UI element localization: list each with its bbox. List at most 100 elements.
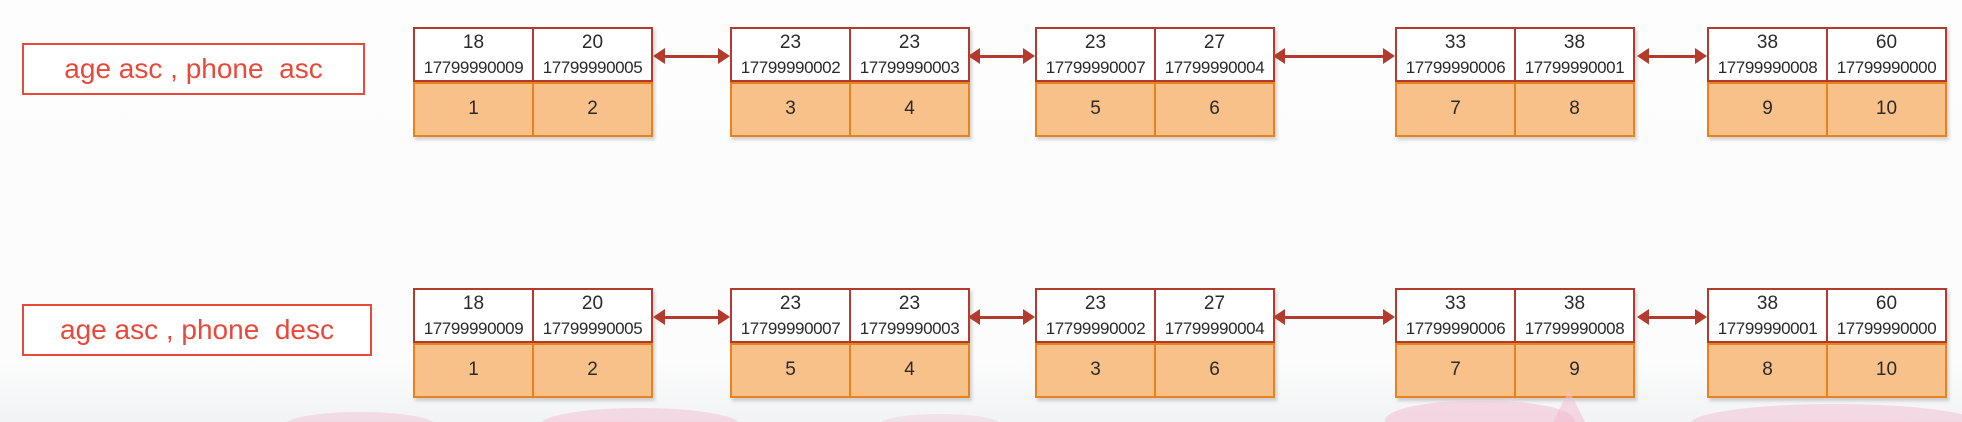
arrow-line [1646,54,1698,58]
record-pointer-section: 8 10 [1707,343,1947,398]
record-index: 9 [1709,84,1828,135]
phone-value: 17799990003 [859,58,960,77]
arrow-line [662,315,721,319]
record-index: 1 [415,84,534,135]
record-index: 9 [1569,359,1580,380]
record-index: 7 [1397,345,1516,396]
index-node: 38 17799990008 60 17799990000 9 10 [1707,27,1947,137]
phone-value: 17799990008 [1717,58,1818,77]
record-index: 2 [587,359,598,380]
index-entry: 18 17799990009 [415,290,534,341]
phone-value: 17799990009 [423,58,524,77]
index-node: 33 17799990006 38 17799990001 7 8 [1395,27,1635,137]
record-index: 4 [904,98,915,119]
arrow-line [1282,315,1386,319]
age-value: 38 [1756,32,1779,53]
record-index: 7 [1397,84,1516,135]
age-value: 18 [462,293,485,314]
key-section: 23 17799990007 27 17799990004 [1035,27,1275,82]
node-container: 18 17799990009 20 17799990005 1 2 23 177… [0,27,1962,167]
age-value: 23 [1084,293,1107,314]
record-index: 3 [732,84,851,135]
age-value: 33 [1444,32,1467,53]
phone-value: 17799990004 [1164,58,1265,77]
age-value: 27 [1203,293,1226,314]
pink-decor [1552,390,1586,422]
arrow-line [1646,315,1698,319]
double-headed-arrow [1273,48,1395,64]
phone-value: 17799990006 [1405,319,1506,338]
index-node: 23 17799990007 27 17799990004 5 6 [1035,27,1275,137]
age-value: 38 [1563,32,1586,53]
key-section: 23 17799990002 27 17799990004 [1035,288,1275,343]
key-section: 33 17799990006 38 17799990001 [1395,27,1635,82]
phone-value: 17799990004 [1164,319,1265,338]
record-index: 5 [732,345,851,396]
index-entry: 23 17799990002 [732,29,851,80]
record-pointer-section: 5 6 [1035,82,1275,137]
record-index: 10 [1875,98,1898,119]
index-entry: 23 17799990003 [851,29,968,80]
index-entry: 27 17799990004 [1156,290,1273,341]
key-section: 38 17799990001 60 17799990000 [1707,288,1947,343]
index-node: 18 17799990009 20 17799990005 1 2 [413,288,653,398]
record-pointer-section: 7 8 [1395,82,1635,137]
record-index: 8 [1709,345,1828,396]
index-entry: 20 17799990005 [534,29,651,80]
record-index: 1 [415,345,534,396]
record-pointer-section: 3 6 [1035,343,1275,398]
index-entry: 23 17799990003 [851,290,968,341]
phone-value: 17799990005 [542,319,643,338]
key-section: 33 17799990006 38 17799990008 [1395,288,1635,343]
record-index: 6 [1209,359,1220,380]
phone-value: 17799990002 [740,58,841,77]
index-entry: 60 17799990000 [1828,29,1945,80]
double-headed-arrow [968,309,1035,325]
index-entry: 27 17799990004 [1156,29,1273,80]
age-value: 60 [1875,32,1898,53]
phone-value: 17799990001 [1524,58,1625,77]
age-value: 23 [1084,32,1107,53]
arrow-line [977,54,1026,58]
phone-value: 17799990008 [1524,319,1625,338]
phone-value: 17799990005 [542,58,643,77]
phone-value: 17799990007 [740,319,841,338]
record-pointer-section: 1 2 [413,82,653,137]
sort-order-label: age asc , phone desc [22,304,372,356]
key-section: 38 17799990008 60 17799990000 [1707,27,1947,82]
age-value: 33 [1444,293,1467,314]
key-section: 23 17799990007 23 17799990003 [730,288,970,343]
arrow-line [977,315,1026,319]
phone-value: 17799990007 [1045,58,1146,77]
index-entry: 33 17799990006 [1397,290,1516,341]
record-index: 3 [1037,345,1156,396]
record-index: 10 [1875,359,1898,380]
double-headed-arrow [968,48,1035,64]
age-value: 23 [779,32,802,53]
index-entry: 38 17799990008 [1516,290,1633,341]
index-entry: 38 17799990008 [1709,29,1828,80]
phone-value: 17799990006 [1405,58,1506,77]
double-headed-arrow [1637,309,1707,325]
phone-value: 17799990003 [859,319,960,338]
index-entry: 38 17799990001 [1709,290,1828,341]
index-entry: 23 17799990007 [732,290,851,341]
index-entry: 60 17799990000 [1828,290,1945,341]
index-entry: 18 17799990009 [415,29,534,80]
index-entry: 20 17799990005 [534,290,651,341]
age-value: 38 [1756,293,1779,314]
age-value: 60 [1875,293,1898,314]
phone-value: 17799990001 [1717,319,1818,338]
key-section: 18 17799990009 20 17799990005 [413,288,653,343]
index-node: 23 17799990002 23 17799990003 3 4 [730,27,970,137]
key-section: 23 17799990002 23 17799990003 [730,27,970,82]
index-entry: 23 17799990007 [1037,29,1156,80]
double-headed-arrow [653,48,730,64]
record-pointer-section: 5 4 [730,343,970,398]
record-index: 2 [587,98,598,119]
key-section: 18 17799990009 20 17799990005 [413,27,653,82]
record-index: 8 [1569,98,1580,119]
pink-decor [285,412,435,422]
age-value: 23 [898,32,921,53]
